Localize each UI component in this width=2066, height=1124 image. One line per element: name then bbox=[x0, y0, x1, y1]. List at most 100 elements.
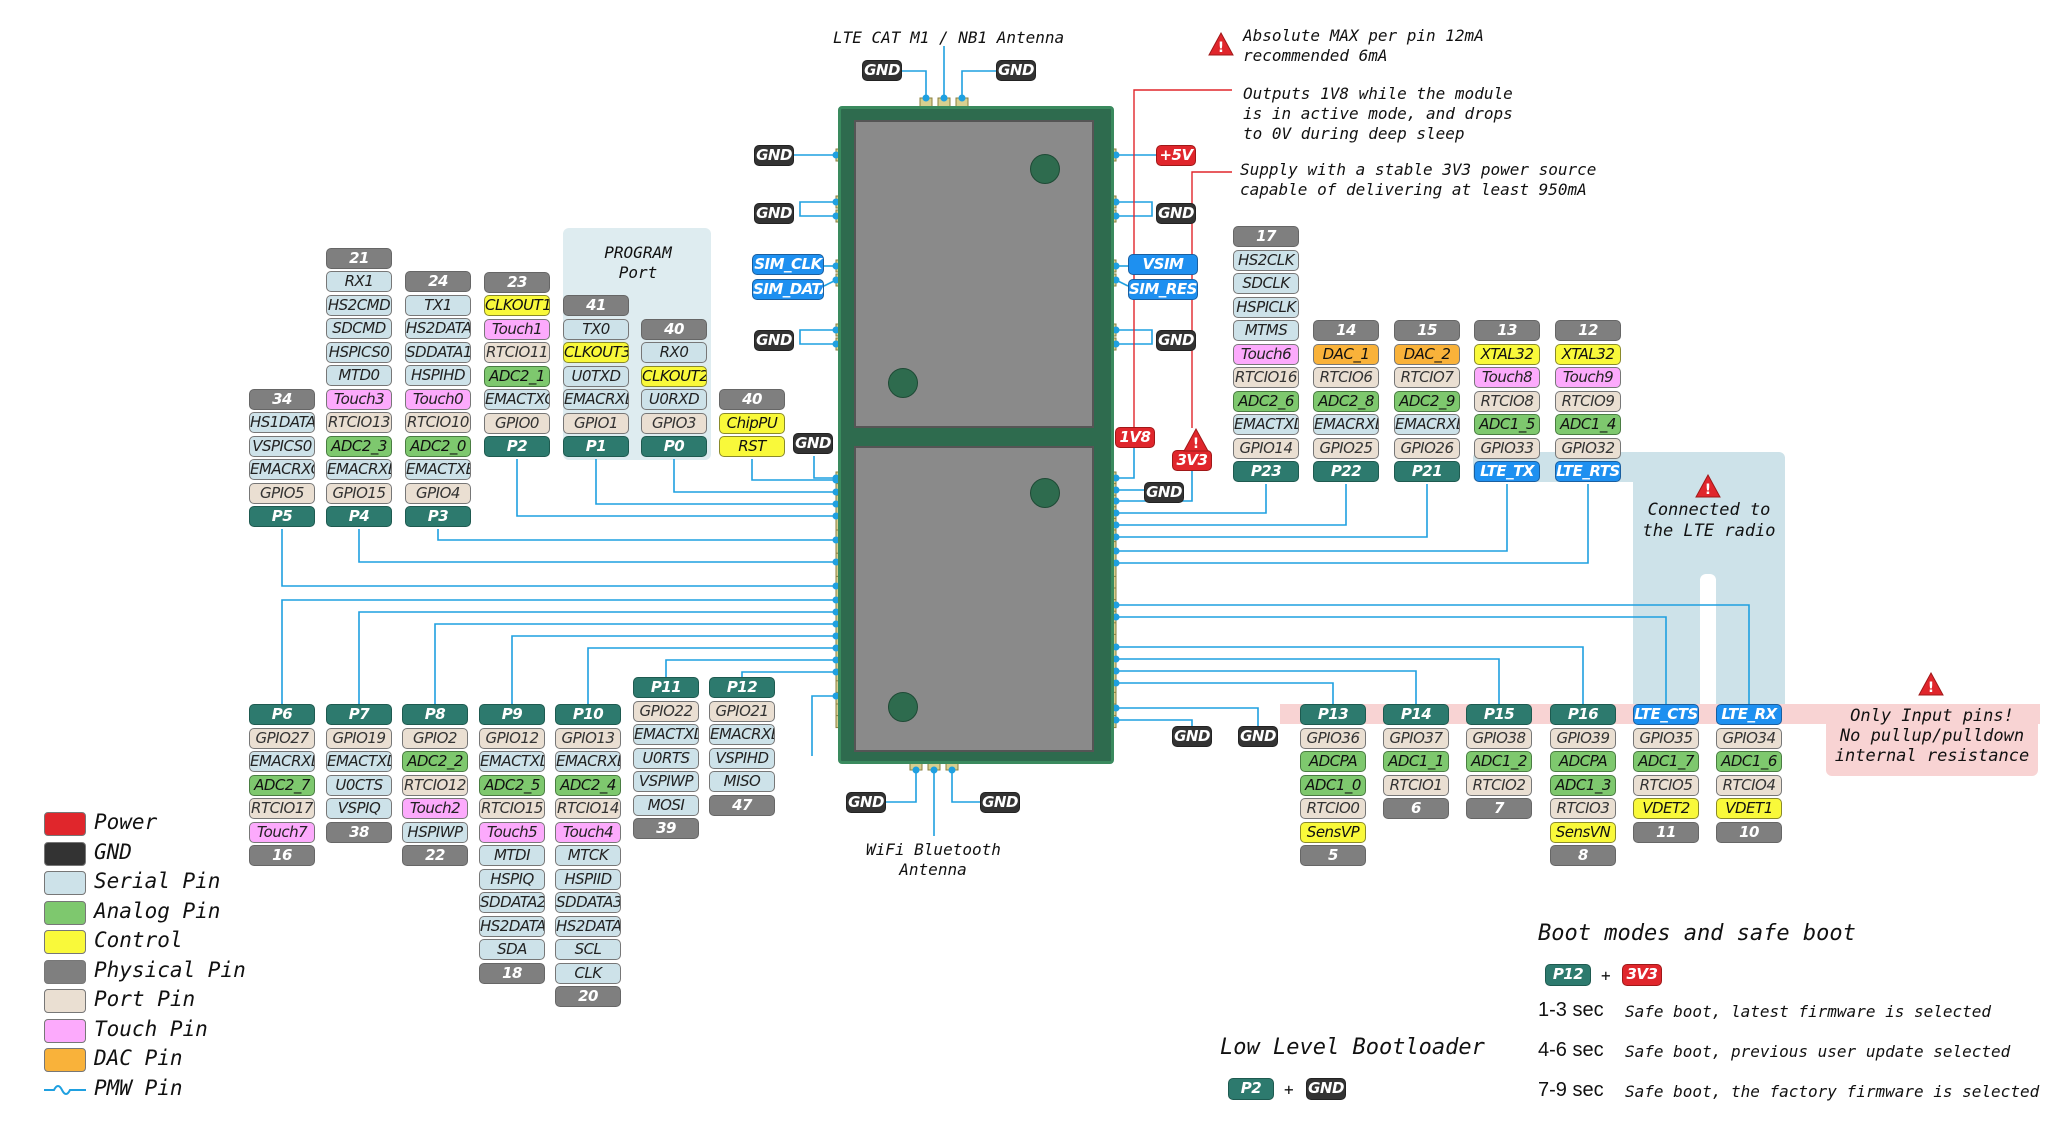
pin-label: EMACTXCLK bbox=[484, 389, 550, 410]
pin-label: EMACRXDV bbox=[249, 751, 315, 772]
pin-label: 15 bbox=[1394, 320, 1460, 341]
pin-label: Touch8 bbox=[1474, 367, 1540, 388]
pin-label: HSPICLK bbox=[1233, 296, 1299, 318]
pin-label: GPIO13 bbox=[555, 727, 621, 749]
pin-label: ADC2_8 bbox=[1313, 390, 1379, 412]
wire bbox=[799, 201, 836, 217]
pin-label: RX1 bbox=[326, 271, 392, 292]
pin-label: 11 bbox=[1633, 821, 1699, 843]
pad-connector bbox=[912, 766, 920, 774]
pin-label: EMACTXD1 bbox=[633, 724, 699, 745]
pin-label: Touch2 bbox=[402, 798, 468, 819]
pin-label: GPIO1 bbox=[563, 412, 629, 434]
port-p1: P1 bbox=[563, 436, 629, 457]
pin-label: RTCIO9 bbox=[1555, 390, 1621, 412]
legend-swatch-serial bbox=[44, 871, 86, 895]
port-p14: P14 bbox=[1383, 704, 1449, 725]
pin-label: GPIO36 bbox=[1300, 727, 1366, 749]
pad-connector bbox=[1112, 613, 1120, 621]
pin-label: Touch6 bbox=[1233, 343, 1299, 365]
pin-label: 7 bbox=[1466, 798, 1532, 819]
wire bbox=[281, 529, 836, 587]
pin-label: RTCIO3 bbox=[1550, 798, 1616, 819]
pin-label: Touch3 bbox=[326, 388, 392, 410]
pin-label: 38 bbox=[326, 821, 392, 843]
legend-label: PMW Pin bbox=[94, 1075, 183, 1100]
pin-label: RTCIO16 bbox=[1233, 367, 1299, 388]
boot-combo-plus: + bbox=[1601, 966, 1611, 985]
port-p9: P9 bbox=[479, 704, 545, 725]
pad-connector bbox=[1112, 340, 1120, 348]
pad-connector bbox=[832, 582, 840, 590]
pad-connector bbox=[1112, 533, 1120, 541]
pad-connector bbox=[832, 656, 840, 664]
wire bbox=[813, 456, 836, 479]
port-p6: P6 bbox=[249, 704, 315, 725]
pad-connector bbox=[1112, 262, 1120, 270]
pin-label: ADC1_1 bbox=[1383, 751, 1449, 772]
module-dot bbox=[1030, 478, 1060, 508]
pin-label: 14 bbox=[1313, 320, 1379, 341]
wire bbox=[951, 770, 980, 803]
port-rst: RST bbox=[719, 436, 785, 457]
pad-connector bbox=[1112, 601, 1120, 609]
pin-label: Touch7 bbox=[249, 821, 315, 843]
pin-label: RTCIO0 bbox=[1300, 798, 1366, 819]
port-p5: P5 bbox=[249, 506, 315, 527]
pad-connector bbox=[832, 536, 840, 544]
warning-icon: ! bbox=[1208, 31, 1234, 60]
port-p12: P12 bbox=[709, 677, 775, 698]
pin-label: TX1 bbox=[405, 294, 471, 316]
wire bbox=[1116, 471, 1193, 502]
svg-text:!: ! bbox=[1705, 482, 1711, 498]
wire bbox=[1116, 682, 1334, 704]
pin-label: 39 bbox=[633, 818, 699, 839]
pin-label: GPIO27 bbox=[249, 727, 315, 749]
legend-swatch-dac bbox=[44, 1048, 86, 1072]
bootloader-combo-plus: + bbox=[1284, 1080, 1294, 1099]
wire bbox=[741, 671, 836, 677]
pin-label: ADC2_1 bbox=[484, 365, 550, 387]
pin-label: 8 bbox=[1550, 845, 1616, 866]
pin-label: RTCIO7 bbox=[1394, 367, 1460, 388]
pin-label: RTCIO13 bbox=[326, 412, 392, 433]
wire bbox=[1116, 484, 1267, 514]
pin-label: 20 bbox=[555, 986, 621, 1007]
pin-label: HS2CLK bbox=[1233, 249, 1299, 271]
pin-label: 18 bbox=[479, 962, 545, 984]
pin-label: ADCPA bbox=[1300, 751, 1366, 772]
pin-label: HS2DATA1 bbox=[405, 318, 471, 339]
pin-label: ADC1_3 bbox=[1550, 774, 1616, 796]
pad-connector bbox=[832, 198, 840, 206]
legend-label: DAC Pin bbox=[94, 1046, 183, 1070]
pad-connector bbox=[1112, 509, 1120, 517]
pin-label: 17 bbox=[1233, 226, 1299, 247]
pad-connector bbox=[832, 668, 840, 676]
boot-mode-time: 4-6 sec bbox=[1538, 1039, 1604, 1061]
port-p22: P22 bbox=[1313, 461, 1379, 482]
pin-label: EMACRXD2 bbox=[563, 389, 629, 410]
pin-label: ADC2_0 bbox=[405, 435, 471, 457]
legend-swatch-control bbox=[44, 930, 86, 954]
wire bbox=[358, 611, 836, 704]
module-dot bbox=[888, 692, 918, 722]
boot-combo-3v3: 3V3 bbox=[1622, 964, 1662, 986]
legend-label: Port Pin bbox=[94, 987, 196, 1011]
gnd-label: GND bbox=[754, 203, 794, 224]
pin-label: ADC2_2 bbox=[402, 751, 468, 772]
pin-label: CLK bbox=[555, 962, 621, 984]
pad-connector bbox=[1112, 276, 1120, 284]
wire bbox=[281, 599, 836, 704]
pin-label: ADC2_5 bbox=[479, 774, 545, 796]
port-p16: P16 bbox=[1550, 704, 1616, 725]
pin-label: GPIO37 bbox=[1383, 727, 1449, 749]
pin-label: RTCIO8 bbox=[1474, 390, 1540, 412]
pad-connector bbox=[922, 94, 930, 102]
pin-label: ADC2_7 bbox=[249, 774, 315, 796]
pin-label: HSPIWP bbox=[402, 821, 468, 843]
pin-label: ADC1_2 bbox=[1466, 751, 1532, 772]
gnd-label: GND bbox=[1238, 726, 1278, 747]
pin-label: U0CTS bbox=[326, 774, 392, 796]
legend-swatch-touch bbox=[44, 1018, 86, 1043]
pad-connector bbox=[1112, 547, 1120, 555]
